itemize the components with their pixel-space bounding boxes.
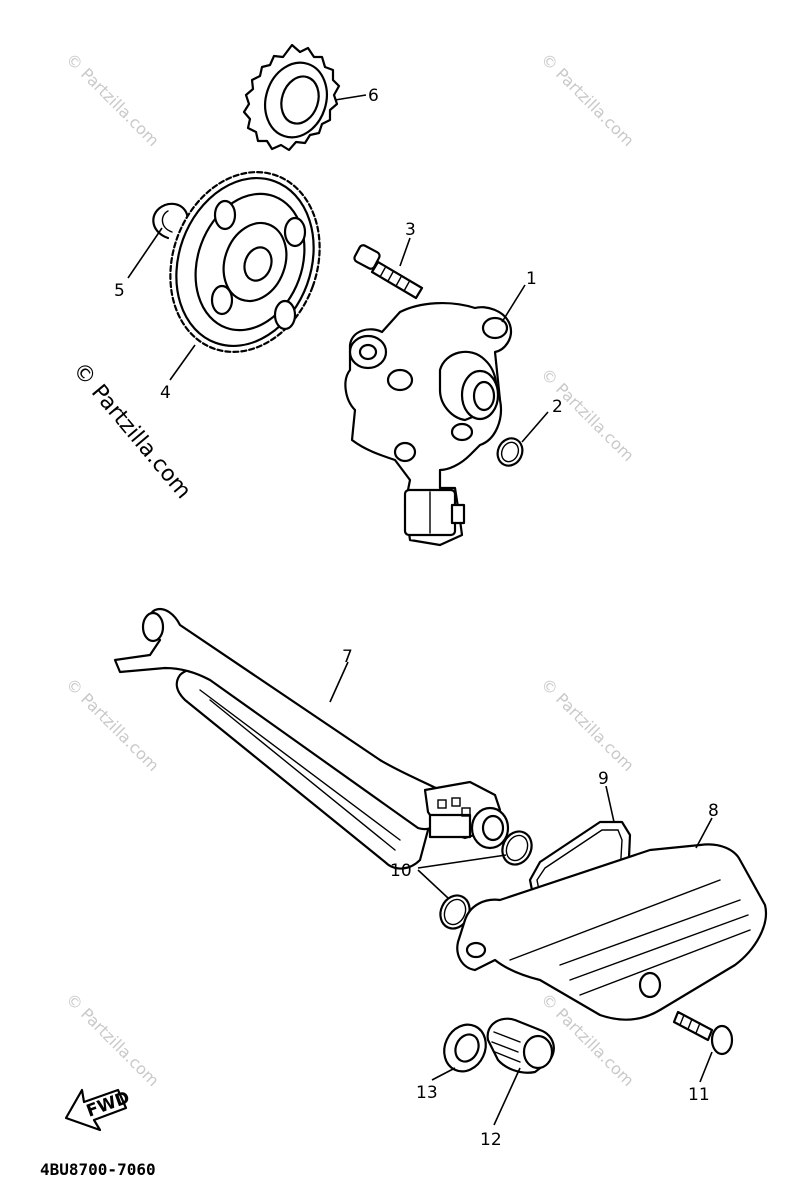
callout-3: 3: [405, 220, 416, 240]
leader-lines: [127, 94, 713, 1126]
callout-5: 5: [114, 281, 125, 301]
part-2-o-ring: [496, 437, 524, 467]
callout-10: 10: [390, 861, 412, 881]
watermark: © Partzilla.com: [62, 49, 163, 150]
fwd-arrow: FWD: [64, 1088, 133, 1132]
callout-2: 2: [552, 397, 563, 417]
callout-6: 6: [368, 86, 379, 106]
part-13-washer: [443, 1023, 487, 1073]
callout-4: 4: [160, 383, 171, 403]
watermark: © Partzilla.com: [537, 49, 638, 150]
part-11-bolt: [672, 1010, 734, 1056]
watermark-main: © Partzilla.com: [67, 358, 195, 504]
part-7-strainer: [113, 607, 510, 870]
callout-11: 11: [688, 1085, 710, 1105]
callouts: 1 2 3 4 5 6 7 8 9 10 11 12 13: [114, 86, 719, 1150]
part-4-gear: [169, 171, 321, 353]
callout-13: 13: [416, 1083, 438, 1103]
part-8-cover: [456, 843, 768, 1021]
watermark: © Partzilla.com: [62, 674, 163, 775]
part-3-bolt: [353, 244, 424, 300]
callout-12: 12: [480, 1130, 502, 1150]
part-12-drain-plug: [486, 1017, 555, 1074]
callout-7: 7: [342, 647, 353, 667]
part-1-oil-pump: [344, 301, 513, 547]
callout-1: 1: [526, 269, 537, 289]
part-10-o-rings: [439, 830, 533, 930]
diagram-code: 4BU8700-7060: [40, 1160, 156, 1179]
callout-9: 9: [598, 769, 609, 789]
watermark: © Partzilla.com: [62, 989, 163, 1090]
watermark: © Partzilla.com: [537, 674, 638, 775]
part-6-gear: [242, 43, 341, 152]
callout-8: 8: [708, 801, 719, 821]
